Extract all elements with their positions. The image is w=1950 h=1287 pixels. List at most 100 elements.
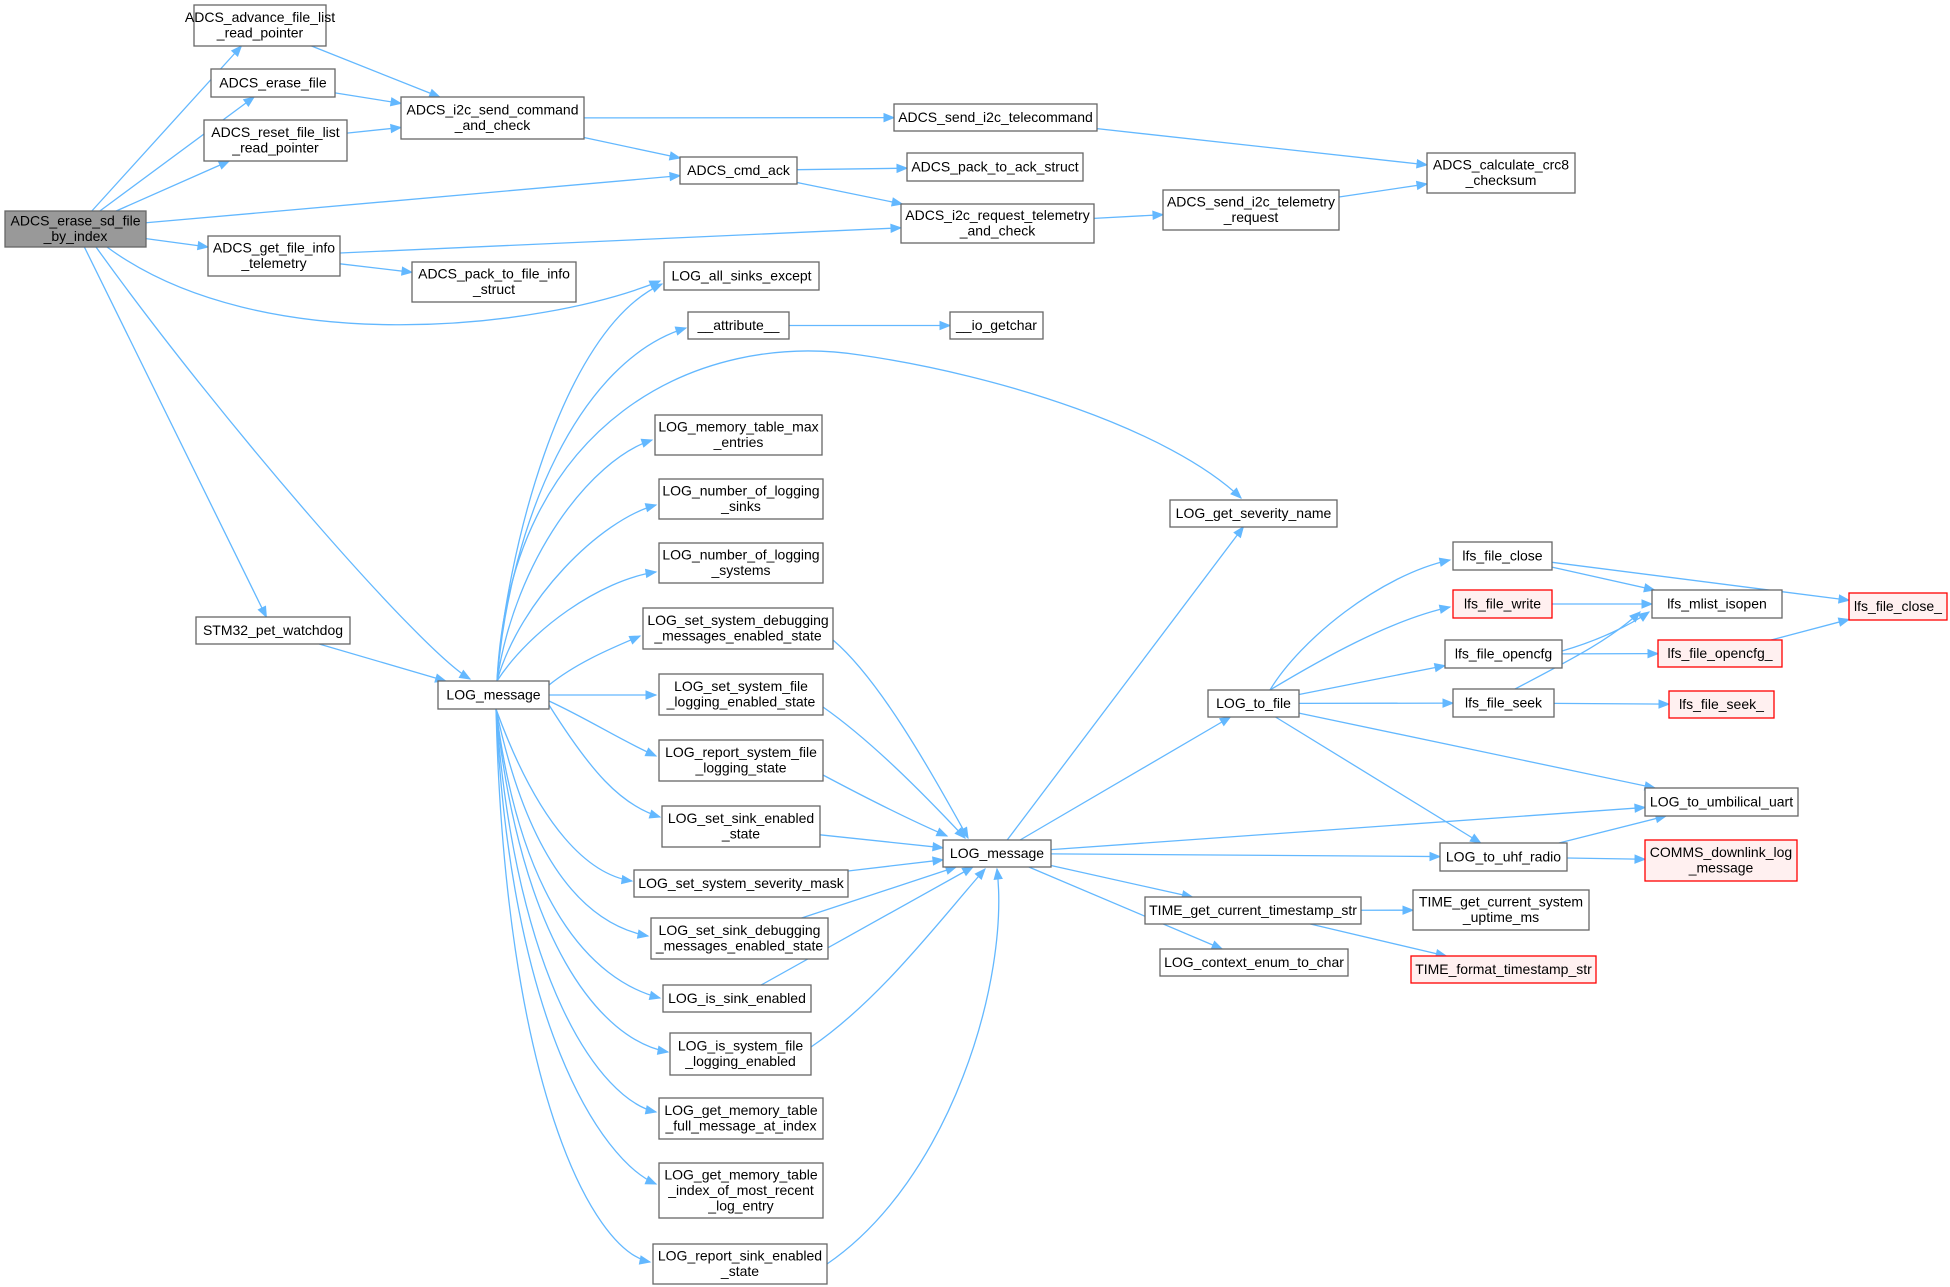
edge-n0-to-n2 [99, 96, 256, 212]
edge-n34-to-n38 [1269, 604, 1452, 691]
node-log-context-enum-to-char[interactable]: LOG_context_enum_to_char [1159, 948, 1349, 977]
node-adcs-pack-to-file-info-struct[interactable]: ADCS_pack_to_file_info_struct [411, 261, 577, 303]
edge-n42-to-n41 [1558, 813, 1668, 844]
node-log-to-uhf-radio[interactable]: LOG_to_uhf_radio [1439, 842, 1568, 872]
node-log-number-of-logging-sinks[interactable]: LOG_number_of_logging_sinks [658, 478, 824, 520]
node-log-is-sink-enabled[interactable]: LOG_is_sink_enabled [662, 984, 812, 1013]
node-adcs-erase-sd-file-by-index[interactable]: ADCS_erase_sd_file_by_index [4, 210, 147, 248]
node-lfs-file-seek[interactable]: lfs_file_seek_ [1668, 690, 1775, 719]
node-box [1426, 152, 1576, 194]
node-label: ADCS_pack_to_ack_struct [911, 158, 1078, 174]
node-label: __attribute__ [697, 317, 780, 333]
node-lfs-file-opencfg[interactable]: lfs_file_opencfg [1444, 639, 1563, 669]
node-label: ADCS_advance_file_list [185, 9, 335, 25]
node-box [1644, 839, 1798, 882]
node-lfs-file-seek[interactable]: lfs_file_seek [1452, 688, 1555, 718]
node-log-set-system-file-logging-enabled-state[interactable]: LOG_set_system_file_logging_enabled_stat… [658, 673, 824, 716]
node-lfs-mlist-isopen[interactable]: lfs_mlist_isopen [1651, 589, 1783, 619]
node-log-to-umbilical-uart[interactable]: LOG_to_umbilical_uart [1644, 787, 1799, 817]
node-label: TIME_get_current_timestamp_str [1149, 902, 1357, 918]
edge-n8-to-n33 [496, 350, 1242, 682]
node-adcs-advance-file-list-read-pointer[interactable]: ADCS_advance_file_list_read_pointer [185, 4, 335, 47]
node-log-number-of-logging-systems[interactable]: LOG_number_of_logging_systems [658, 542, 824, 584]
edge-n8-to-n23 [548, 700, 658, 757]
node-box [1452, 688, 1555, 718]
node-label: STM32_pet_watchdog [203, 622, 343, 638]
node-log-set-system-debugging-messages-enabled-state[interactable]: LOG_set_system_debugging_messages_enable… [642, 607, 834, 650]
node-io-getchar[interactable]: __io_getchar [949, 311, 1044, 340]
node-attribute[interactable]: __attribute__ [687, 311, 790, 340]
node-box [1410, 955, 1597, 984]
node-log-is-system-file-logging-enabled[interactable]: LOG_is_system_file_logging_enabled [669, 1032, 812, 1076]
node-box [437, 680, 550, 710]
node-log-all-sinks-except[interactable]: LOG_all_sinks_except [663, 261, 820, 291]
node-label: _log_entry [707, 1197, 773, 1213]
node-adcs-get-file-info-telemetry[interactable]: ADCS_get_file_info_telemetry [207, 235, 341, 277]
node-time-get-current-timestamp-str[interactable]: TIME_get_current_timestamp_str [1144, 896, 1362, 925]
edge-n3-to-n6 [346, 123, 403, 134]
node-lfs-file-write[interactable]: lfs_file_write [1452, 589, 1553, 619]
node-label: LOG_set_sink_debugging [659, 922, 821, 938]
node-log-report-sink-enabled-state[interactable]: LOG_report_sink_enabled_state [652, 1243, 828, 1285]
node-label: ADCS_send_i2c_telemetry [1167, 194, 1335, 210]
node-label: _messages_enabled_state [655, 938, 824, 954]
node-log-memory-table-max-entries[interactable]: LOG_memory_table_max_entries [654, 414, 823, 456]
node-label: LOG_is_system_file [678, 1038, 803, 1054]
node-log-get-severity-name[interactable]: LOG_get_severity_name [1169, 499, 1338, 528]
node-stm32-pet-watchdog[interactable]: STM32_pet_watchdog [195, 616, 351, 645]
node-adcs-pack-to-ack-struct[interactable]: ADCS_pack_to_ack_struct [906, 152, 1084, 182]
node-label: _state [720, 1263, 759, 1279]
node-log-set-system-severity-mask[interactable]: LOG_set_system_severity_mask [633, 869, 849, 898]
node-adcs-cmd-ack[interactable]: ADCS_cmd_ack [679, 156, 798, 185]
node-time-format-timestamp-str[interactable]: TIME_format_timestamp_str [1410, 955, 1597, 984]
node-box [1657, 639, 1783, 668]
node-log-message[interactable]: LOG_message [437, 680, 550, 710]
node-label: ADCS_reset_file_list [211, 124, 339, 140]
node-box [1439, 842, 1568, 872]
node-box [1444, 639, 1563, 669]
node-adcs-i2c-send-command-and-check[interactable]: ADCS_i2c_send_command_and_check [400, 96, 585, 140]
node-log-message[interactable]: LOG_message [942, 839, 1052, 868]
node-adcs-erase-file[interactable]: ADCS_erase_file [210, 68, 336, 98]
node-time-get-current-system-uptime-ms[interactable]: TIME_get_current_system_uptime_ms [1412, 889, 1590, 931]
node-label: ADCS_erase_file [219, 74, 327, 90]
node-log-get-memory-table-full-message-at-index[interactable]: LOG_get_memory_table_full_message_at_ind… [658, 1097, 824, 1140]
node-adcs-calculate-crc8-checksum[interactable]: ADCS_calculate_crc8_checksum [1426, 152, 1576, 194]
node-box [1452, 541, 1553, 571]
node-box [658, 542, 824, 584]
edge-n8-to-n15 [496, 283, 664, 682]
node-adcs-send-i2c-telecommand[interactable]: ADCS_send_i2c_telecommand [893, 103, 1098, 132]
node-box [652, 1243, 828, 1285]
node-box [658, 1162, 824, 1219]
node-box [658, 673, 824, 716]
node-label: LOG_message [950, 845, 1044, 861]
edge-n8-to-n30 [495, 708, 658, 1185]
node-box [195, 616, 351, 645]
node-label: LOG_context_enum_to_char [1164, 954, 1344, 970]
node-lfs-file-opencfg[interactable]: lfs_file_opencfg_ [1657, 639, 1783, 668]
node-box [1452, 589, 1553, 619]
node-log-set-sink-debugging-messages-enabled-state[interactable]: LOG_set_sink_debugging_messages_enabled_… [650, 917, 829, 960]
edge-n0-to-n15 [106, 246, 662, 326]
node-comms-downlink-log-message[interactable]: COMMS_downlink_log_message [1644, 839, 1798, 882]
node-box [1644, 787, 1799, 817]
node-log-report-system-file-logging-state[interactable]: LOG_report_system_file_logging_state [658, 739, 824, 782]
edge-n42-to-n49 [1566, 854, 1647, 864]
edge-n8-to-n16 [496, 326, 688, 682]
node-adcs-i2c-request-telemetry-and-check[interactable]: ADCS_i2c_request_telemetry_and_check [900, 203, 1095, 244]
node-adcs-reset-file-list-read-pointer[interactable]: ADCS_reset_file_list_read_pointer [203, 119, 348, 162]
edge-n34-to-n40 [1298, 698, 1455, 708]
node-box [650, 917, 829, 960]
node-log-set-sink-enabled-state[interactable]: LOG_set_sink_enabled_state [661, 805, 821, 848]
edge-n0-to-n5 [83, 246, 267, 619]
edge-n10-to-n11 [796, 163, 909, 174]
node-log-get-memory-table-index-of-most-recent-log-entry[interactable]: LOG_get_memory_table_index_of_most_recen… [658, 1162, 824, 1219]
node-label: ADCS_send_i2c_telecommand [898, 109, 1093, 125]
node-label: LOG_get_memory_table [664, 1102, 818, 1118]
node-lfs-file-close[interactable]: lfs_file_close_ [1848, 592, 1948, 621]
node-log-to-file[interactable]: LOG_to_file [1207, 689, 1300, 718]
node-lfs-file-close[interactable]: lfs_file_close [1452, 541, 1553, 571]
node-adcs-send-i2c-telemetry-request[interactable]: ADCS_send_i2c_telemetry_request [1162, 189, 1340, 231]
edge-n8-to-n24 [548, 704, 662, 819]
